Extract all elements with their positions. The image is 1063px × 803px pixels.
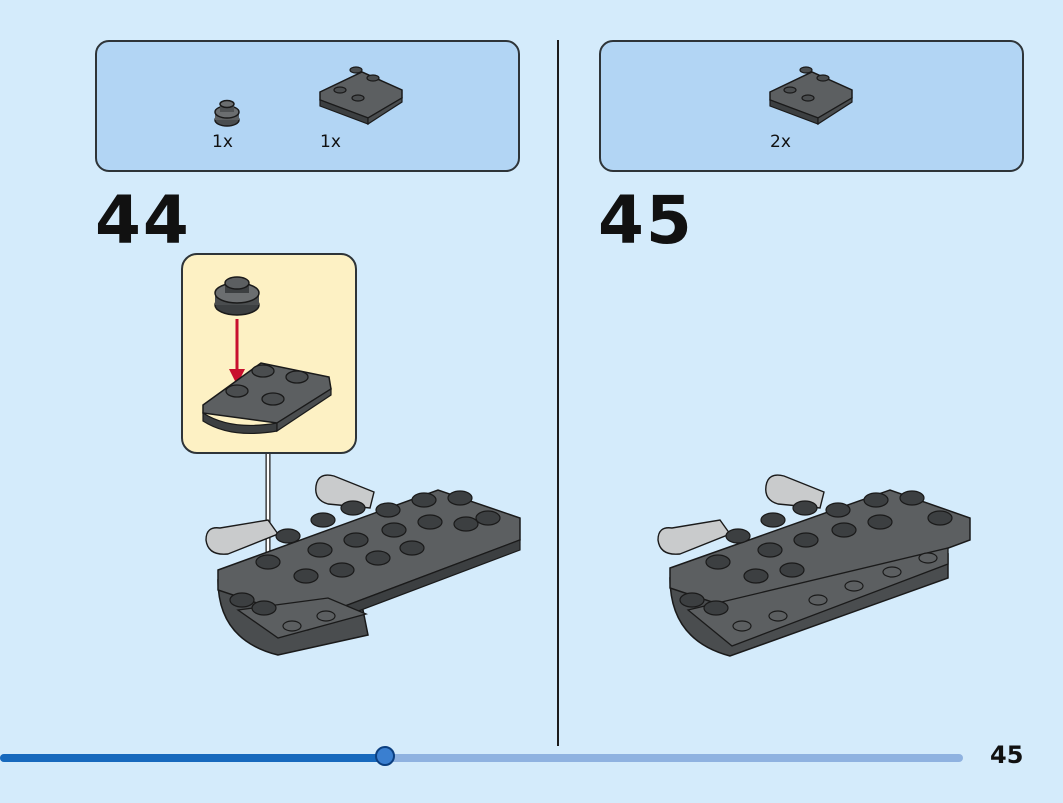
callout-assembly-illustration	[202, 276, 332, 435]
step-45-model-illustration	[657, 474, 971, 657]
progress-indicator-knob	[375, 746, 396, 766]
parts-list-step-44	[95, 40, 520, 172]
step-number-45: 45	[598, 182, 694, 259]
progress-bar-fill	[0, 754, 386, 762]
step-number-44: 44	[95, 182, 191, 259]
step-44-model-illustration	[205, 474, 521, 656]
inverted-slope-plate-icon	[319, 66, 403, 126]
round-plate-1x1-icon	[214, 99, 240, 127]
page-divider	[557, 40, 559, 746]
part-qty-2: 1x	[320, 132, 341, 152]
inverted-slope-plate-icon	[769, 66, 853, 126]
page-number: 45	[990, 741, 1024, 769]
part-qty-1: 1x	[212, 132, 233, 152]
part-qty-3: 2x	[770, 132, 791, 152]
progress-bar	[0, 746, 963, 766]
